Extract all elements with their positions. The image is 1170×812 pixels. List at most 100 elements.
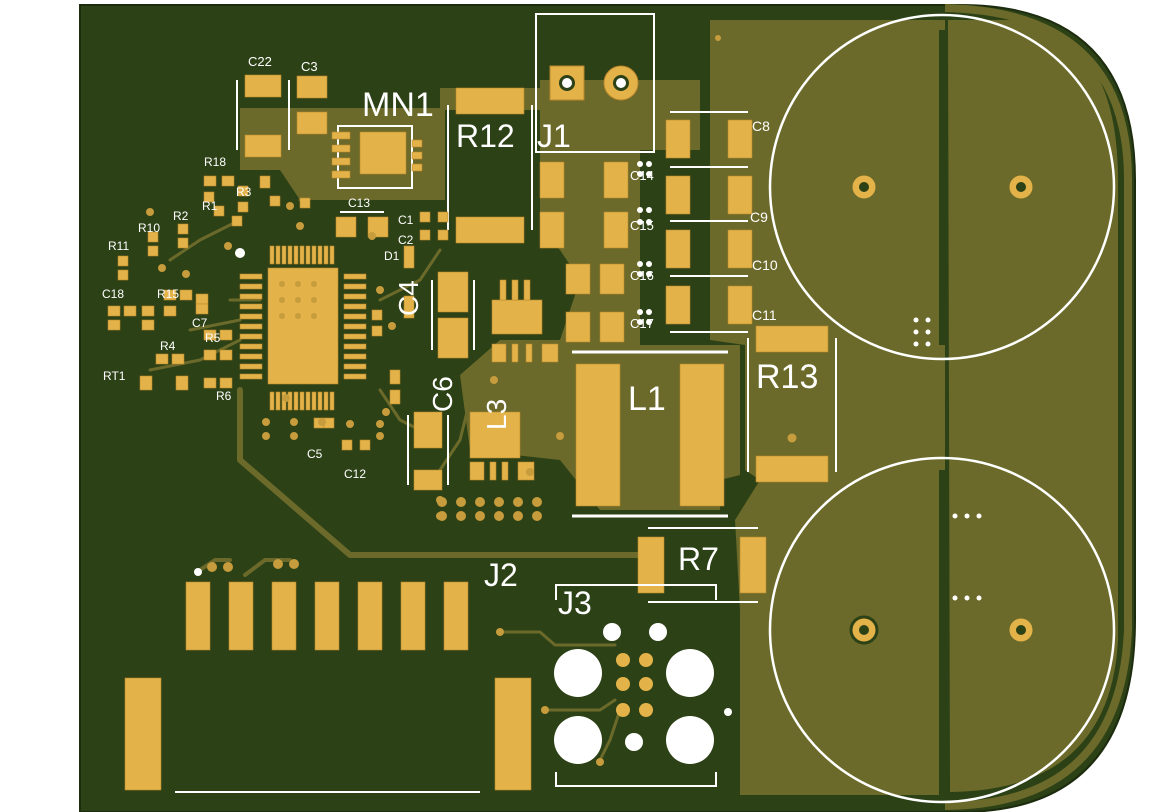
resistor-r12 xyxy=(447,87,533,244)
label-r3: R3 xyxy=(236,185,252,199)
label-c2: C2 xyxy=(398,233,414,247)
ic-pin xyxy=(343,283,367,290)
connector-pin xyxy=(616,677,630,691)
ic-pin xyxy=(275,391,281,411)
ic-pin xyxy=(343,293,367,300)
small-via xyxy=(382,408,390,416)
via-grid xyxy=(437,497,542,521)
capacitor-bank-c8-c11 xyxy=(665,111,753,333)
label-r11: R11 xyxy=(108,239,129,253)
small-via xyxy=(368,232,376,240)
ic-pin xyxy=(239,363,263,370)
stitch-via xyxy=(532,511,542,521)
ic-pin xyxy=(305,391,311,411)
stitch-via xyxy=(513,511,523,521)
label-j3: J3 xyxy=(558,585,592,621)
stitch-via xyxy=(437,511,447,521)
small-via xyxy=(496,628,504,636)
smd-pad xyxy=(237,201,249,213)
smd-pad xyxy=(371,325,383,337)
ic-thermal-via xyxy=(311,297,317,303)
ic-pin xyxy=(343,363,367,370)
ic-thermal-via xyxy=(311,281,317,287)
small-via xyxy=(541,706,549,714)
ic-thermal-via xyxy=(279,281,285,287)
connector-pin xyxy=(616,653,630,667)
label-c18: C18 xyxy=(102,287,124,301)
copper-pour-center xyxy=(460,80,740,510)
smd-pad xyxy=(259,175,271,189)
ic-thermal-via xyxy=(279,313,285,319)
controller-ic xyxy=(239,245,367,411)
smd-pad xyxy=(179,289,193,301)
smd-pad xyxy=(107,305,121,317)
capacitor-bank-c14-c17 xyxy=(539,161,629,343)
ic-pin xyxy=(281,245,287,265)
edge-pad xyxy=(185,581,211,651)
ic-pin xyxy=(317,245,323,265)
smd-pad xyxy=(389,369,401,385)
ic-pin xyxy=(343,303,367,310)
label-j1: J1 xyxy=(537,118,571,154)
mosfet-mn1 xyxy=(331,125,423,189)
ic-u2 xyxy=(491,279,559,363)
diode-d1 xyxy=(403,245,415,319)
smd-pad xyxy=(147,231,159,243)
ic-pin xyxy=(239,343,263,350)
copper-pour-mn1 xyxy=(240,108,445,200)
small-via xyxy=(376,420,384,428)
ic-pin xyxy=(329,391,335,411)
smd-pad xyxy=(359,439,371,451)
label-c17: C17 xyxy=(630,316,654,331)
capacitor-c1-c2 xyxy=(419,211,449,241)
label-r7: R7 xyxy=(678,541,719,577)
label-r12: R12 xyxy=(456,118,515,154)
label-c6: C6 xyxy=(427,376,458,412)
capacitor-c3 xyxy=(296,75,328,135)
inductor-l3 xyxy=(469,411,535,481)
label-rt1: RT1 xyxy=(103,369,126,383)
small-via xyxy=(289,559,299,569)
stitch-via xyxy=(475,497,485,507)
stitch-via xyxy=(513,497,523,507)
smd-pad xyxy=(203,191,215,203)
label-l1: L1 xyxy=(628,380,666,418)
ic-pin xyxy=(343,373,367,380)
copper-pour-right xyxy=(710,20,945,795)
bulk-capacitor-top xyxy=(768,13,1116,361)
ic-pin xyxy=(293,391,299,411)
smd-pad xyxy=(195,303,209,315)
ic-pin xyxy=(343,313,367,320)
smd-pad xyxy=(117,255,129,267)
ic-pin xyxy=(293,245,299,265)
ic-thermal-via xyxy=(295,297,301,303)
smd-pad xyxy=(219,329,233,341)
smd-pad xyxy=(219,377,233,389)
smd-pad xyxy=(163,289,177,301)
label-c12: C12 xyxy=(344,467,366,481)
small-via xyxy=(526,468,534,476)
small-via xyxy=(207,562,217,572)
silkscreen-labels: MN1 R12 J1 L1 R13 R7 J2 J3 C4 C6 L3 C22 … xyxy=(102,54,818,621)
label-c16: C16 xyxy=(630,268,654,283)
stitch-via xyxy=(456,497,466,507)
label-c7: C7 xyxy=(192,316,208,330)
smd-pad xyxy=(299,197,311,209)
ic-pin xyxy=(343,273,367,280)
connector-pin xyxy=(639,653,653,667)
label-r15: R15 xyxy=(157,287,179,301)
label-r5: R5 xyxy=(205,331,221,345)
ic-pin xyxy=(343,353,367,360)
connector-j1 xyxy=(535,13,655,153)
label-r2: R2 xyxy=(173,209,189,223)
smd-pad xyxy=(269,195,281,207)
small-via xyxy=(286,202,294,210)
edge-pad xyxy=(271,581,297,651)
smd-pad xyxy=(219,349,233,361)
ic-pin xyxy=(269,245,275,265)
smd-pad xyxy=(139,375,153,391)
smd-pad xyxy=(341,439,353,451)
label-c4: C4 xyxy=(393,280,424,316)
smd-pad xyxy=(213,205,225,217)
ic-pin xyxy=(239,333,263,340)
